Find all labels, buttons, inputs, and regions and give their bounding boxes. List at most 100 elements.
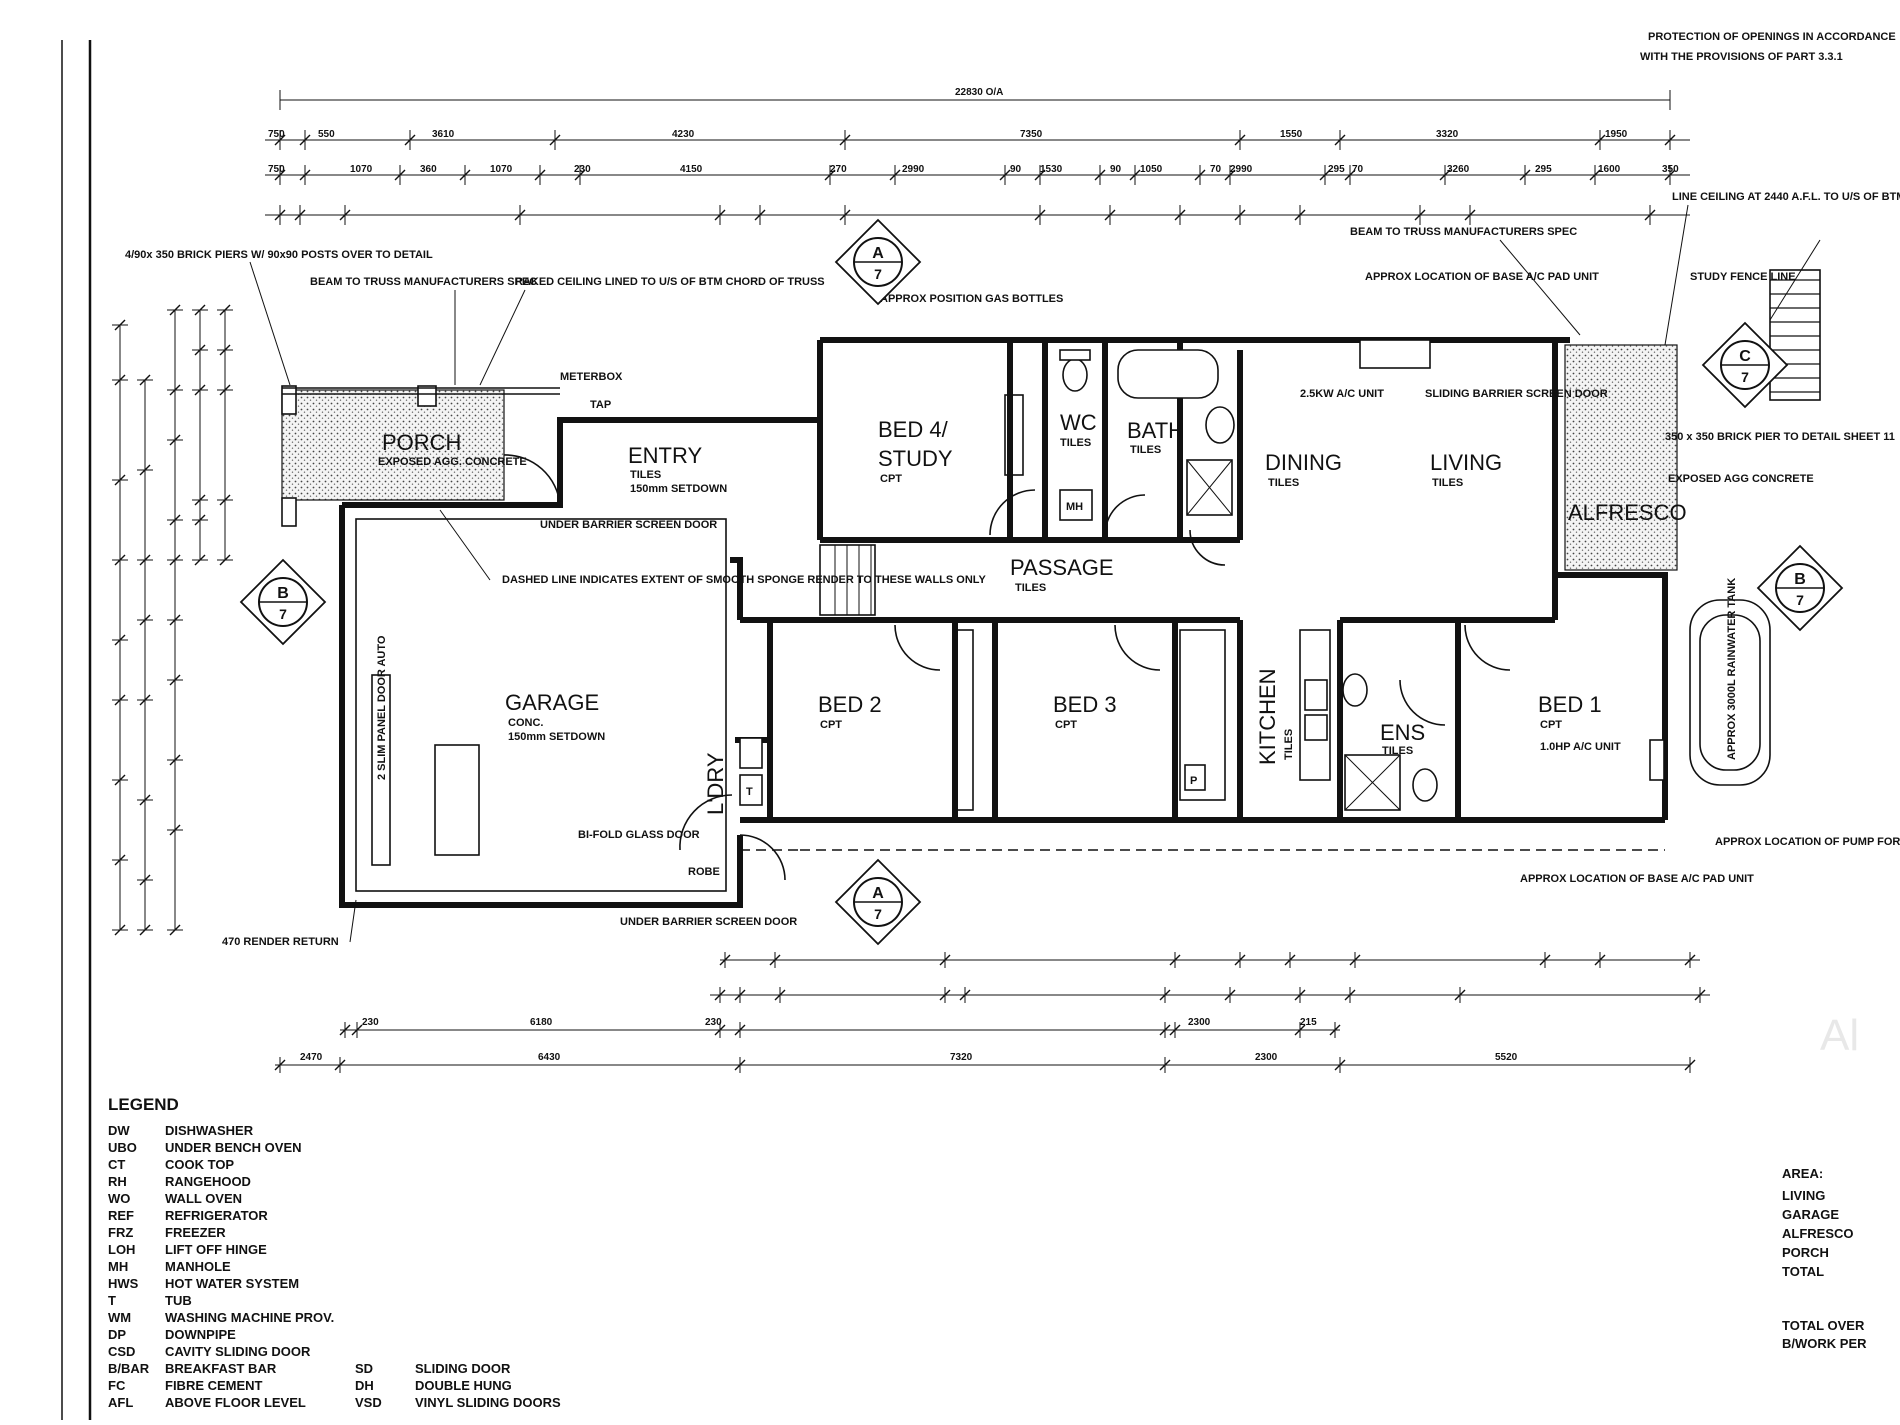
sliding-door-note: SLIDING BARRIER SCREEN DOOR [1425, 388, 1608, 400]
kitchen-sink [1304, 679, 1328, 711]
beam-truss-right-note: BEAM TO TRUSS MANUFACTURERS SPEC [1350, 226, 1577, 238]
legend-code: DH [355, 1378, 374, 1393]
bath-label: BATH [1127, 418, 1184, 443]
bottom-dim2-4: 2300 [1188, 1017, 1211, 1028]
bottom-dim2-1: 230 [362, 1017, 379, 1028]
dim-tick-slash [219, 344, 231, 356]
dim-tick-slash [734, 989, 746, 1001]
dim-tick-slash [274, 1059, 286, 1071]
dim-tick-slash [534, 169, 546, 181]
robe-bed4 [1004, 394, 1024, 476]
bottom-dim2-3: 230 [705, 1017, 722, 1028]
dining-ac-note: 2.5KW A/C UNIT [1300, 388, 1384, 400]
bed1-ac-note: 1.0HP A/C UNIT [1540, 741, 1621, 753]
top-dim2-16: 70 [1352, 164, 1364, 175]
dim-tick-slash [1344, 169, 1356, 181]
dim-tick-slash [114, 554, 126, 566]
section-marker-letter: B [277, 585, 289, 602]
dim-tick-slash [219, 384, 231, 396]
top-dim-3: 3610 [432, 129, 455, 140]
dim-tick-slash [169, 514, 181, 526]
ac-unit-bed1 [1649, 739, 1665, 781]
bed3-label: BED 3 [1053, 692, 1117, 717]
garage-finish: CONC. [508, 717, 543, 729]
dim-tick-slash [1034, 169, 1046, 181]
dim-tick-slash [299, 169, 311, 181]
dim-tick-slash [1224, 989, 1236, 1001]
porch-label: PORCH [382, 430, 461, 455]
gas-bottles-note: APPROX POSITION GAS BOTTLES [880, 293, 1063, 305]
dim-tick-slash [114, 374, 126, 386]
section-marker-a-top: A7 [834, 218, 922, 306]
dim-tick-slash [169, 614, 181, 626]
dining-label: DINING [1265, 450, 1342, 475]
garage-label: GARAGE [505, 690, 599, 715]
ac-unit-dining [1359, 339, 1431, 369]
dim-tick-slash [714, 209, 726, 221]
dim-tick-slash [1464, 209, 1476, 221]
bath-finish: TILES [1130, 444, 1161, 456]
dim-tick-slash [1694, 989, 1706, 1001]
dim-tick-slash [274, 134, 286, 146]
porch-post [281, 385, 297, 415]
top-dim2-17: 3260 [1447, 164, 1470, 175]
dim-tick-slash [169, 434, 181, 446]
dim-tick-slash [114, 774, 126, 786]
top-dim2-4: 1070 [490, 164, 513, 175]
alfresco-area [1564, 344, 1678, 571]
dining-finish: TILES [1268, 477, 1299, 489]
dim-tick-slash [404, 134, 416, 146]
dim-tick-slash [734, 1024, 746, 1036]
pantry-label: P [1190, 775, 1197, 787]
legend-label: WASHING MACHINE PROV. [165, 1310, 334, 1325]
dim-tick-slash [114, 924, 126, 936]
bed2-finish: CPT [820, 719, 842, 731]
bottom-dim-1: 2470 [300, 1052, 323, 1063]
screen-door-garage-note: UNDER BARRIER SCREEN DOOR [620, 916, 797, 928]
legend-label: TUB [165, 1293, 192, 1308]
ens-toilet [1412, 768, 1438, 802]
legend-code: LOH [108, 1242, 135, 1257]
dim-tick-slash [1294, 989, 1306, 1001]
brick-pier-note: 350 x 350 BRICK PIER TO DETAIL SHEET 11 [1665, 431, 1895, 443]
dim-tick-slash [219, 494, 231, 506]
legend-code: VSD [355, 1395, 382, 1410]
bed4-label: BED 4/ [878, 417, 949, 442]
dim-tick-slash [194, 494, 206, 506]
dim-tick-slash [549, 134, 561, 146]
legend-label: REFRIGERATOR [165, 1208, 268, 1223]
dim-tick-slash [719, 954, 731, 966]
overall-dimension: 22830 O/A [955, 87, 1003, 98]
dim-tick-slash [294, 209, 306, 221]
legend-code: MH [108, 1259, 128, 1274]
legend-label: UNDER BENCH OVEN [165, 1140, 302, 1155]
toilet [1062, 358, 1088, 392]
entry-label: ENTRY [628, 443, 702, 468]
top-dim-1: 750 [268, 129, 285, 140]
legend-label: DOUBLE HUNG [415, 1378, 512, 1393]
bottom-dim2-5: 215 [1300, 1017, 1317, 1028]
section-marker-c-right: C7 [1701, 321, 1789, 409]
kitchen-label: KITCHEN [1255, 668, 1280, 765]
header-note-line2: WITH THE PROVISIONS OF PART 3.3.1 [1640, 51, 1843, 63]
legend-code: AFL [108, 1395, 133, 1410]
dim-tick-slash [959, 989, 971, 1001]
section-marker-letter: B [1794, 571, 1806, 588]
dim-tick-slash [139, 874, 151, 886]
bed4-label-2: STUDY [878, 446, 953, 471]
dim-tick-slash [194, 554, 206, 566]
legend-label: RANGEHOOD [165, 1174, 251, 1189]
water-tank-inner [1699, 614, 1761, 771]
garage-door-label: 2 SLIM PANEL DOOR AUTO [376, 635, 388, 780]
bath-tub [1117, 349, 1219, 399]
dim-tick-slash [939, 989, 951, 1001]
robe-note: ROBE [688, 866, 720, 878]
dim-tick-slash [299, 134, 311, 146]
top-dim-2: 550 [318, 129, 335, 140]
kitchen-finish: TILES [1283, 729, 1295, 760]
section-marker-letter: A [872, 245, 884, 262]
top-dim2-7: 270 [830, 164, 847, 175]
